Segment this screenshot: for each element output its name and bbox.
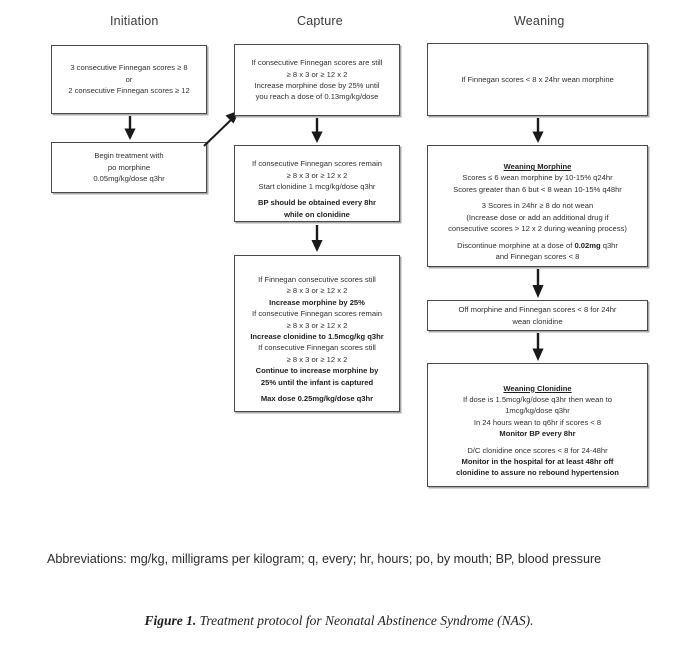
node-capture-increase-morphine-text: If consecutive Finnegan scores are still… <box>251 58 383 102</box>
node-capture-start-clonidine[interactable]: If consecutive Finnegan scores remain ≥ … <box>234 145 400 222</box>
weaning-morphine-title: Weaning Morphine <box>503 162 572 172</box>
node-initiation-begin-treatment[interactable]: Begin treatment with po morphine 0.05mg/… <box>51 142 207 193</box>
node-initiation-criteria[interactable]: 3 consecutive Finnegan scores ≥ 8 or 2 c… <box>51 45 207 114</box>
capture-esc-bold1: Increase morphine by 25% <box>269 297 365 307</box>
weaning-clonidine-bold2: Monitor in the hospital for at least 48h… <box>461 457 614 467</box>
capture-esc-line2: If consecutive Finnegan scores remain ≥ … <box>251 309 382 330</box>
abbreviations-note: Abbreviations: mg/kg, milligrams per kil… <box>47 552 602 566</box>
capture-esc-max-dose: Max dose 0.25mg/kg/dose q3hr <box>260 394 374 404</box>
node-capture-increase-morphine[interactable]: If consecutive Finnegan scores are still… <box>234 44 400 116</box>
node-initiation-begin-treatment-text: Begin treatment with po morphine 0.05mg/… <box>93 151 165 184</box>
weaning-clonidine-bold3: clonidine to assure no rebound hypertens… <box>456 468 619 478</box>
capture-esc-line1: If Finnegan consecutive scores still ≥ 8… <box>258 274 376 296</box>
capture-esc-line3: If consecutive Finnegan scores still ≥ 8… <box>258 343 376 364</box>
node-initiation-criteria-text: 3 consecutive Finnegan scores ≥ 8 or 2 c… <box>68 63 190 96</box>
weaning-clonidine-title: Weaning Clonidine <box>503 383 572 393</box>
figure-caption-label: Figure 1. <box>144 613 197 628</box>
weaning-morphine-c-pre: Discontinue morphine at a dose of <box>457 240 575 250</box>
weaning-clonidine-bp: Monitor BP every 8hr <box>499 429 576 439</box>
capture-clonidine-bp-note: BP should be obtained every 8hr while on… <box>257 198 376 219</box>
capture-esc-bold2: Increase clonidine to 1.5mcg/kg q3hr <box>250 332 384 341</box>
arrow-down-capture-2 <box>311 225 323 252</box>
figure-caption: Figure 1. Treatment protocol for Neonata… <box>0 613 678 629</box>
capture-esc-bold3: Continue to increase morphine by 25% unt… <box>255 366 379 387</box>
weaning-clonidine-a: If dose is 1.5mcg/kg/dose q3hr then wean… <box>462 394 612 427</box>
weaning-morphine-c-dose: 0.02mg <box>574 240 601 250</box>
node-off-morphine[interactable]: Off morphine and Finnegan scores < 8 for… <box>427 300 648 331</box>
arrow-down-initiation-1 <box>124 116 136 140</box>
column-header-capture: Capture <box>297 14 343 28</box>
weaning-morphine-b: 3 Scores in 24hr ≥ 8 do not wean (Increa… <box>448 201 627 234</box>
column-header-weaning: Weaning <box>514 14 565 28</box>
node-capture-start-clonidine-text: If consecutive Finnegan scores remain ≥ … <box>240 147 394 220</box>
node-weaning-start-text: If Finnegan scores < 8 x 24hr wean morph… <box>461 74 614 84</box>
arrow-down-weaning-2 <box>532 269 544 298</box>
weaning-morphine-c-post: q3hr and Finnegan scores < 8 <box>495 240 618 261</box>
node-weaning-start[interactable]: If Finnegan scores < 8 x 24hr wean morph… <box>427 43 648 116</box>
node-capture-escalation[interactable]: If Finnegan consecutive scores still ≥ 8… <box>234 255 400 412</box>
node-weaning-clonidine[interactable]: Weaning Clonidine If dose is 1.5mcg/kg/d… <box>427 363 648 487</box>
column-header-initiation: Initiation <box>110 14 159 28</box>
node-weaning-morphine[interactable]: Weaning Morphine Scores ≤ 6 wean morphin… <box>427 145 648 267</box>
node-weaning-clonidine-text: Weaning Clonidine If dose is 1.5mcg/kg/d… <box>433 371 642 479</box>
arrow-down-weaning-1 <box>532 118 544 143</box>
weaning-clonidine-b: D/C clonidine once scores < 8 for 24-48h… <box>467 445 608 455</box>
arrow-down-capture-1 <box>311 118 323 143</box>
node-weaning-morphine-text: Weaning Morphine Scores ≤ 6 wean morphin… <box>433 150 642 263</box>
node-capture-escalation-text: If Finnegan consecutive scores still ≥ 8… <box>240 263 394 405</box>
weaning-morphine-a: Scores ≤ 6 wean morphine by 10-15% q24hr… <box>453 173 622 194</box>
capture-clonidine-plain: If consecutive Finnegan scores remain ≥ … <box>251 159 382 191</box>
arrow-down-weaning-3 <box>532 333 544 361</box>
node-off-morphine-text: Off morphine and Finnegan scores < 8 for… <box>458 305 617 326</box>
figure-caption-text: Treatment protocol for Neonatal Abstinen… <box>196 613 534 628</box>
